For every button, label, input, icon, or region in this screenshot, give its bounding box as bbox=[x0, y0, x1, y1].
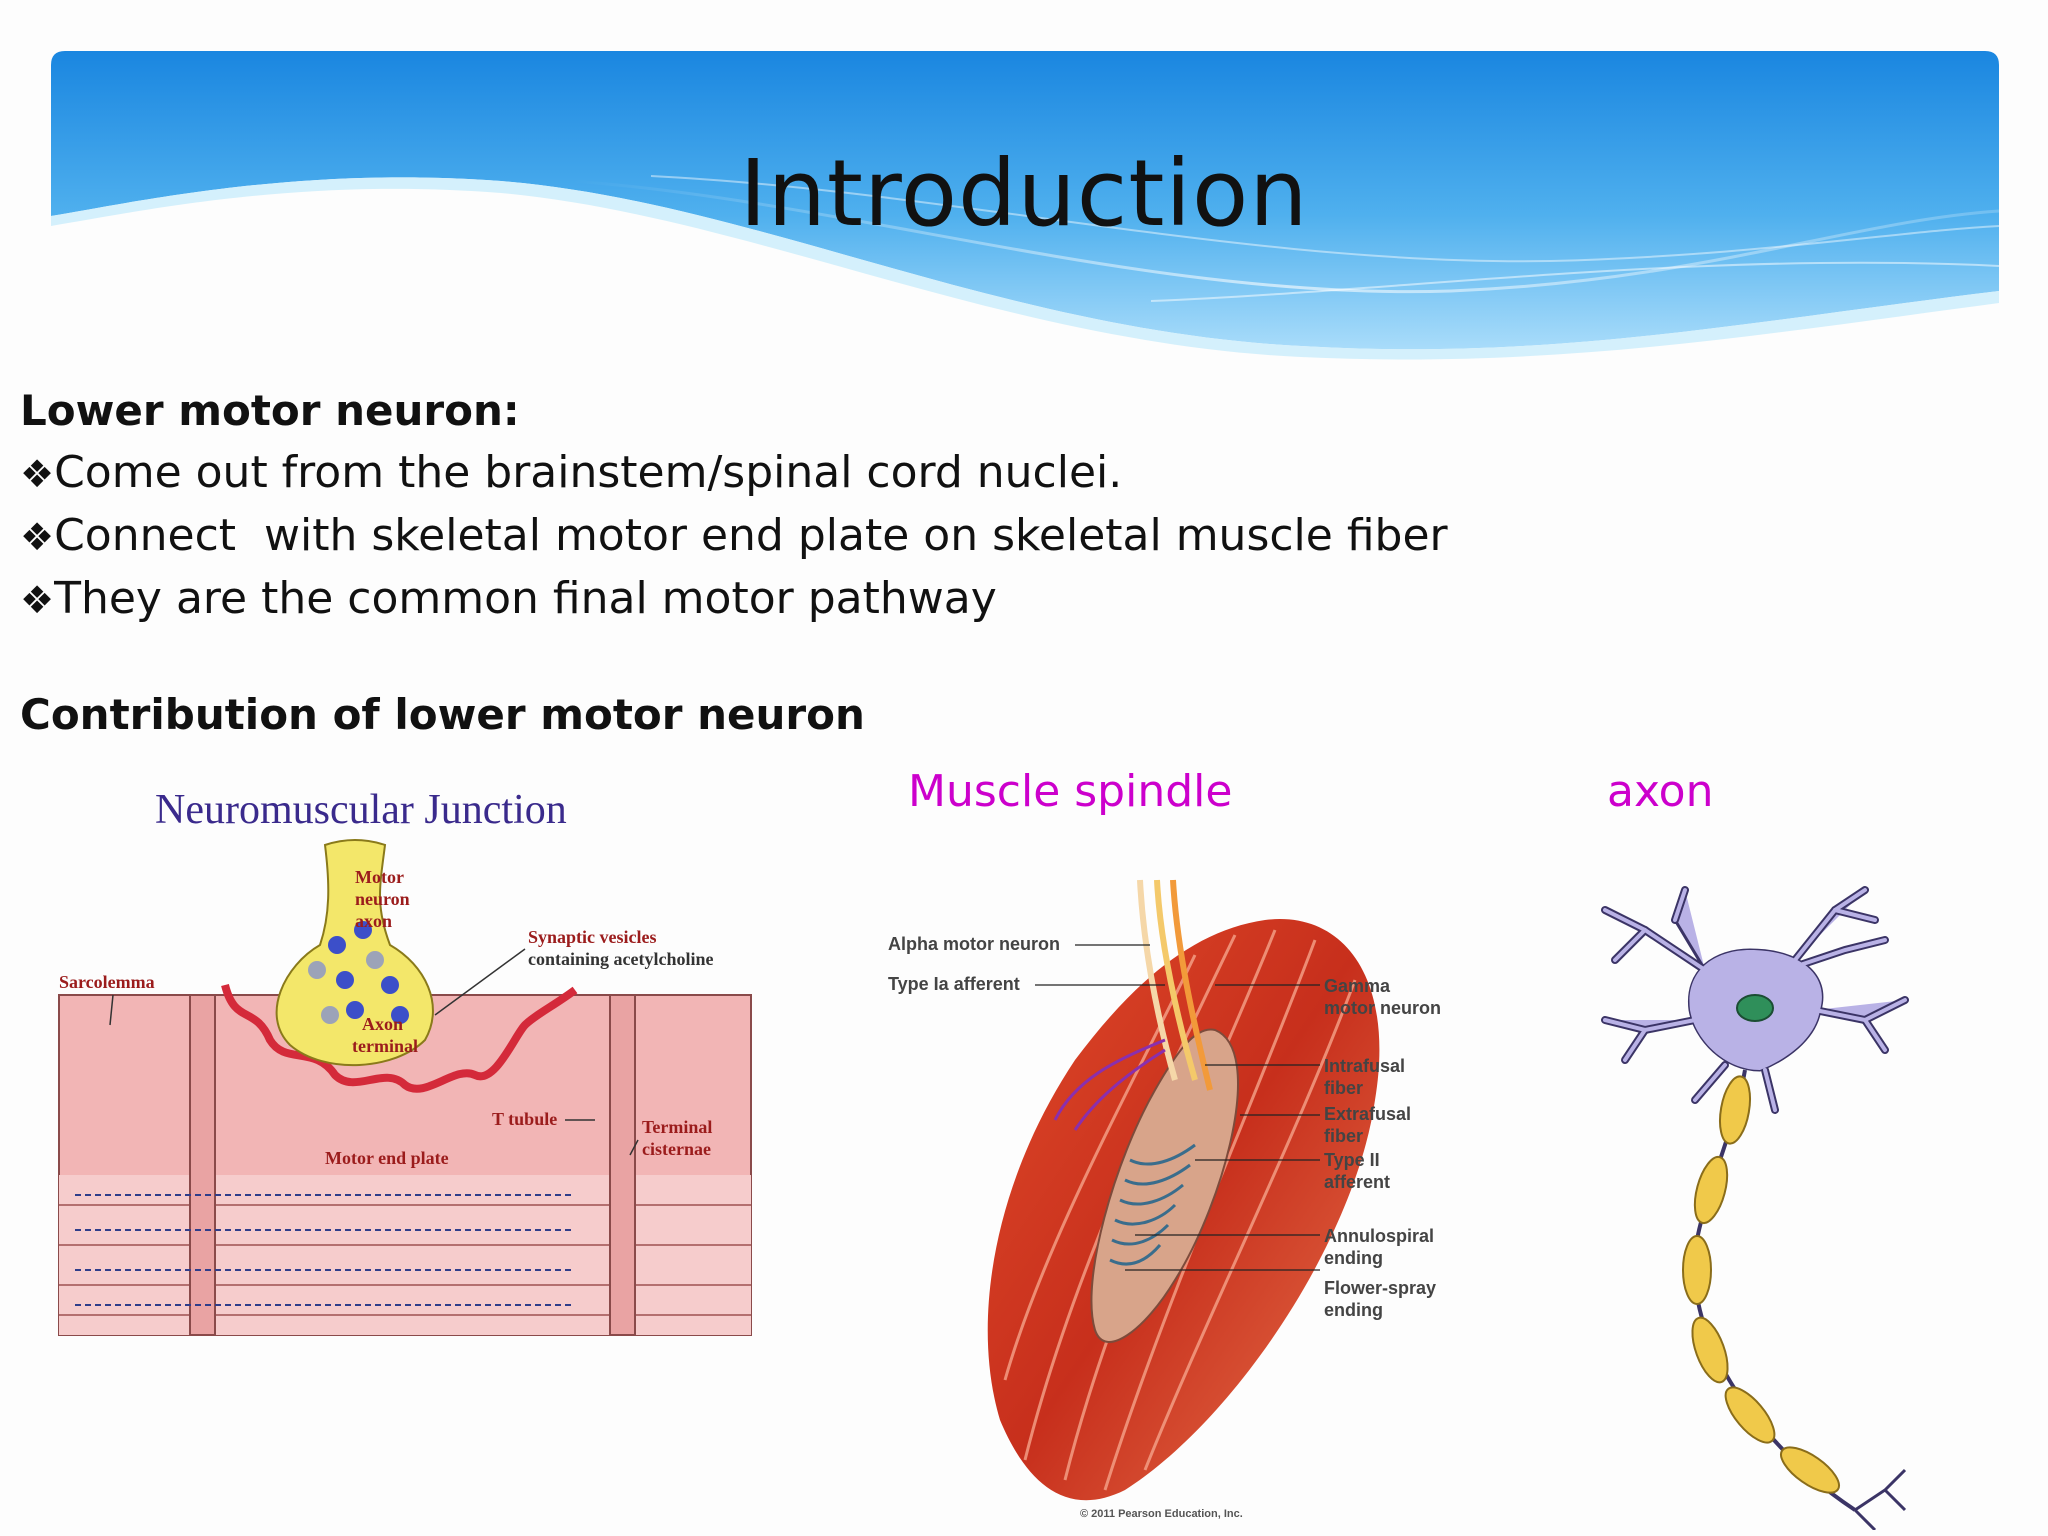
label-motor-neuron: motor neuron bbox=[1324, 998, 1441, 1018]
neuron-figure bbox=[1585, 870, 1915, 1532]
label-extrafusal-fiber: fiber bbox=[1324, 1126, 1363, 1146]
label-axon-terminal-1: Axon bbox=[362, 1014, 403, 1034]
bullet-item: ❖They are the common final motor pathway bbox=[20, 573, 997, 624]
label-cisternae: cisternae bbox=[642, 1139, 711, 1159]
label-motor-end-plate: Motor end plate bbox=[325, 1148, 449, 1168]
label-intrafusal: Intrafusal bbox=[1324, 1056, 1405, 1076]
label-extrafusal: Extrafusal bbox=[1324, 1104, 1411, 1124]
bullet-item: ❖Come out from the brainstem/spinal cord… bbox=[20, 447, 1123, 498]
label-containing-acetylcholine: containing acetylcholine bbox=[528, 949, 714, 969]
label-flower-spray: Flower-spray bbox=[1324, 1278, 1436, 1298]
section-heading: Lower motor neuron: bbox=[20, 386, 520, 435]
lower-motor-neuron-section: Lower motor neuron: ❖Come out from the b… bbox=[20, 380, 1520, 631]
diamond-bullet-icon: ❖ bbox=[20, 515, 55, 559]
muscle-spindle-figure: Alpha motor neuron Type Ia afferent Gamm… bbox=[875, 860, 1485, 1530]
label-neuron: neuron bbox=[355, 889, 410, 909]
label-type-ia-afferent: Type Ia afferent bbox=[888, 974, 1020, 994]
label-sarcolemma: Sarcolemma bbox=[59, 972, 155, 992]
label-flower-spray-ending: ending bbox=[1324, 1300, 1383, 1320]
neuromuscular-junction-figure: Neuromuscular Junction bbox=[55, 775, 755, 1350]
label-intrafusal-fiber: fiber bbox=[1324, 1078, 1363, 1098]
diamond-bullet-icon: ❖ bbox=[20, 578, 55, 622]
header-banner bbox=[51, 51, 2000, 361]
nmj-title: Neuromuscular Junction bbox=[155, 787, 567, 833]
label-synaptic-vesicles: Synaptic vesicles bbox=[528, 927, 657, 947]
label-annulospiral: Annulospiral bbox=[1324, 1226, 1434, 1246]
label-axon: axon bbox=[355, 911, 392, 931]
muscle-spindle-caption: Muscle spindle bbox=[908, 766, 1233, 817]
label-axon-terminal-2: terminal bbox=[352, 1036, 418, 1056]
label-annulospiral-ending: ending bbox=[1324, 1248, 1383, 1268]
slide-title: Introduction bbox=[739, 140, 1309, 247]
label-type-ii: Type II bbox=[1324, 1150, 1380, 1170]
label-type-ii-afferent: afferent bbox=[1324, 1172, 1390, 1192]
label-t-tubule: T tubule bbox=[492, 1109, 557, 1129]
label-alpha-motor-neuron: Alpha motor neuron bbox=[888, 934, 1060, 954]
copyright-text: © 2011 Pearson Education, Inc. bbox=[1080, 1508, 1243, 1520]
bullet-item: ❖Connect with skeletal motor end plate o… bbox=[20, 510, 1448, 561]
label-gamma: Gamma bbox=[1324, 976, 1391, 996]
diamond-bullet-icon: ❖ bbox=[20, 452, 55, 496]
label-terminal: Terminal bbox=[642, 1117, 712, 1137]
label-motor: Motor bbox=[355, 867, 404, 887]
axon-caption: axon bbox=[1607, 766, 1714, 817]
contribution-heading: Contribution of lower motor neuron bbox=[20, 690, 865, 739]
